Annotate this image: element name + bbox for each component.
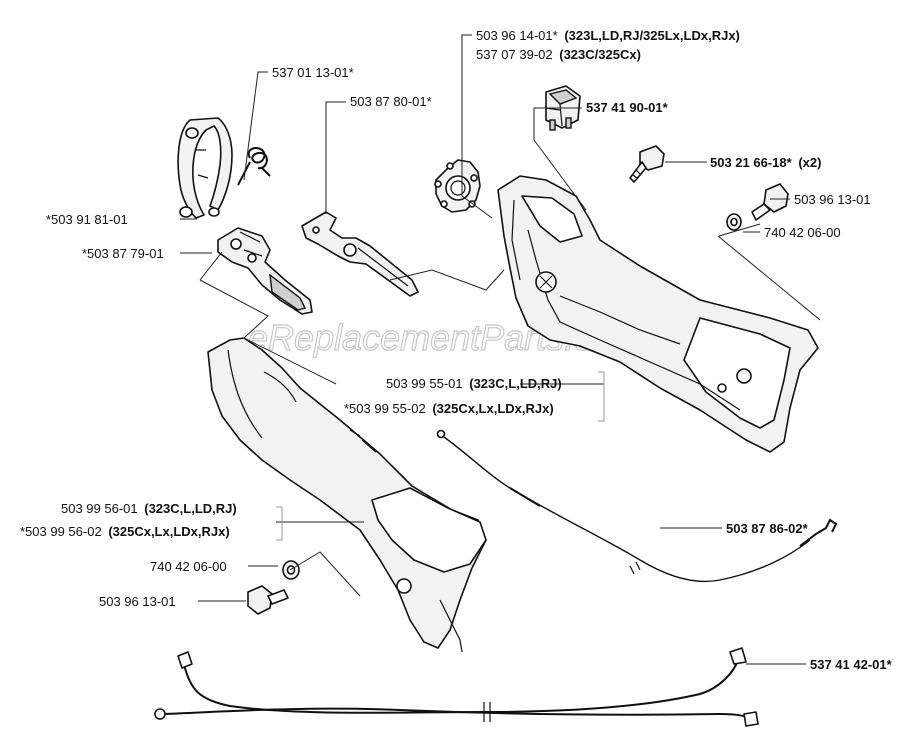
- stop-switch-part: [545, 85, 581, 131]
- part-labels: 537 01 13-01* 503 87 80-01* 503 96 14-01…: [20, 28, 893, 672]
- part-label-503-87-79-01: *503 87 79-01: [82, 246, 164, 261]
- part-label-503-91-81-01: *503 91 81-01: [46, 212, 128, 227]
- screw-part: [629, 145, 665, 183]
- throttle-trigger-part: [217, 227, 313, 315]
- part-label-503-99-55-02: *503 99 55-02 (325Cx,Lx,LDx,RJx): [344, 401, 554, 416]
- label-brackets: [276, 371, 605, 541]
- washer-right-part: [726, 213, 742, 231]
- part-label-503-96-13-01-right: 503 96 13-01: [794, 192, 871, 207]
- part-label-503-87-86-02: 503 87 86-02*: [726, 521, 809, 536]
- part-label-503-99-56-02: *503 99 56-02 (325Cx,Lx,LDx,RJx): [20, 524, 230, 539]
- throttle-lever-part: [301, 211, 419, 297]
- part-label-740-42-06-00-left: 740 42 06-00: [150, 559, 227, 574]
- part-label-537-41-42-01: 537 41 42-01*: [810, 657, 893, 672]
- part-label-740-42-06-00-right: 740 42 06-00: [764, 225, 841, 240]
- switch-wire-part: [154, 647, 759, 727]
- collar-nut-part: [434, 159, 481, 213]
- leader-lines: [180, 34, 821, 665]
- part-label-503-21-66-18: 503 21 66-18* (x2): [710, 155, 821, 170]
- part-label-537-07-39-02: 537 07 39-02 (323C/325Cx): [476, 47, 641, 62]
- part-label-537-41-90-01: 537 41 90-01*: [586, 100, 669, 115]
- washer-left-part: [282, 560, 300, 580]
- screw-right-part: [751, 183, 789, 221]
- screw-left-part: [247, 585, 289, 615]
- part-label-503-99-55-01: 503 99 55-01 (323C,L,LD,RJ): [386, 376, 562, 391]
- handle-left-half-part: [207, 337, 487, 653]
- part-label-503-96-14-01: 503 96 14-01* (323L,LD,RJ/325Lx,LDx,RJx): [476, 28, 740, 43]
- part-label-503-87-80-01: 503 87 80-01*: [350, 94, 432, 109]
- part-label-503-96-13-01-left: 503 96 13-01: [99, 594, 176, 609]
- part-label-503-99-56-01: 503 99 56-01 (323C,L,LD,RJ): [61, 501, 237, 516]
- part-label-537-01-13-01: 537 01 13-01*: [272, 65, 354, 80]
- throttle-cable-part: [436, 429, 838, 583]
- clamp-bracket-part: [177, 117, 233, 219]
- spring-part: [237, 147, 271, 186]
- handle-right-half-part: [497, 175, 819, 453]
